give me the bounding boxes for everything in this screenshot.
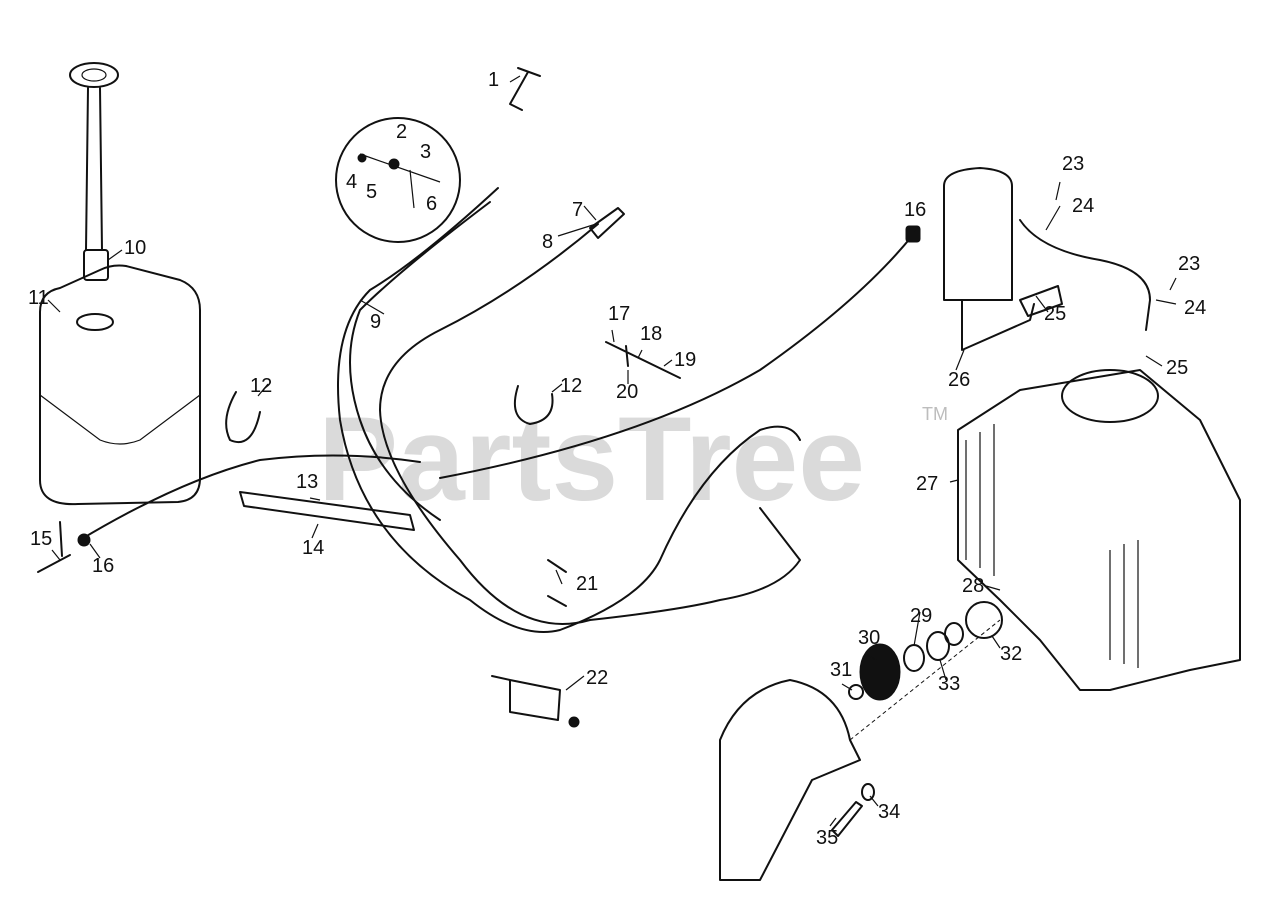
callout-1: 1 — [488, 69, 499, 91]
callout-19: 19 — [674, 349, 696, 371]
switch-inset-circle — [335, 117, 461, 243]
callout-26: 26 — [948, 369, 970, 391]
callout-7: 7 — [572, 199, 583, 221]
callout-20: 20 — [616, 381, 638, 403]
hose-clip-left-drawing — [225, 391, 261, 443]
plate-22-drawing — [491, 675, 561, 721]
callout-4: 4 — [346, 171, 357, 193]
choke-knob-drawing — [589, 207, 625, 239]
callout-5: 5 — [366, 181, 377, 203]
hose-fitting-16-left-drawing — [77, 533, 91, 547]
callout-11: 11 — [28, 287, 49, 309]
callout-22: 22 — [586, 667, 608, 689]
gear-30-drawing — [859, 643, 901, 701]
callout-25-lower: 25 — [1166, 357, 1188, 379]
callout-10: 10 — [124, 237, 146, 259]
callout-8: 8 — [542, 231, 553, 253]
callout-13: 13 — [296, 471, 318, 493]
callout-14: 14 — [302, 537, 324, 559]
callout-12-left: 12 — [250, 375, 272, 397]
callout-16-left: 16 — [92, 555, 114, 577]
callout-25-upper: 25 — [1044, 303, 1066, 325]
callout-3: 3 — [420, 141, 431, 163]
o-ring-32-drawing — [965, 601, 1003, 639]
key-drawing — [509, 67, 541, 111]
gasket-25-upper-drawing — [1019, 285, 1063, 317]
callout-27: 27 — [916, 473, 938, 495]
callout-2: 2 — [396, 121, 407, 143]
callout-29: 29 — [910, 605, 932, 627]
engine-fan-drawing — [1061, 369, 1159, 423]
clamp-21-drawing — [547, 559, 567, 607]
engine-block-drawing — [957, 369, 1241, 691]
callout-6: 6 — [426, 193, 437, 215]
callout-35: 35 — [816, 827, 838, 849]
callout-23-upper: 23 — [1062, 153, 1084, 175]
callout-12-right: 12 — [560, 375, 582, 397]
breather-tube-drawing — [1019, 219, 1151, 331]
engine-fins-drawing — [965, 424, 1139, 668]
hose-clip-right-drawing — [514, 385, 554, 425]
callout-17: 17 — [608, 303, 630, 325]
nut-31-drawing — [848, 684, 864, 700]
mounting-bracket-drawing — [719, 679, 861, 881]
fuel-hose-drawing — [439, 235, 913, 479]
valve-15-drawing — [37, 521, 71, 573]
fuel-tank-drawing — [39, 62, 201, 506]
callout-24-upper: 24 — [1072, 195, 1094, 217]
washer-34-drawing — [861, 783, 875, 801]
throttle-cable-drawing — [337, 187, 801, 633]
washer-29-drawing — [903, 644, 925, 672]
watermark-trademark: TM — [922, 404, 948, 424]
watermark-logo: PartsTree — [318, 392, 865, 526]
callout-33: 33 — [938, 673, 960, 695]
callout-34: 34 — [878, 801, 900, 823]
fuel-line-drawing — [79, 454, 421, 541]
bolt-35-drawing — [831, 801, 863, 837]
air-cleaner-elbow-drawing — [961, 299, 1035, 351]
callout-31: 31 — [830, 659, 852, 681]
callout-32: 32 — [1000, 643, 1022, 665]
callout-16-right: 16 — [904, 199, 926, 221]
switch-parts-drawing — [359, 153, 441, 209]
callout-30: 30 — [858, 627, 880, 649]
callout-9: 9 — [370, 311, 381, 333]
choke-cable-drawing — [379, 223, 801, 625]
bracket-drawing — [239, 491, 415, 531]
callout-23-lower: 23 — [1178, 253, 1200, 275]
air-cleaner-drawing — [943, 167, 1013, 301]
bolt-set-drawing — [605, 341, 681, 379]
callout-leader-lines — [47, 75, 1177, 827]
cable-9-drawing — [349, 201, 491, 521]
seal-33-drawing — [926, 631, 950, 661]
callout-24-lower: 24 — [1184, 297, 1206, 319]
callout-15: 15 — [30, 528, 52, 550]
nut-22-drawing — [568, 716, 580, 728]
callout-21: 21 — [576, 573, 598, 595]
callout-18: 18 — [640, 323, 662, 345]
callout-28: 28 — [962, 575, 984, 597]
